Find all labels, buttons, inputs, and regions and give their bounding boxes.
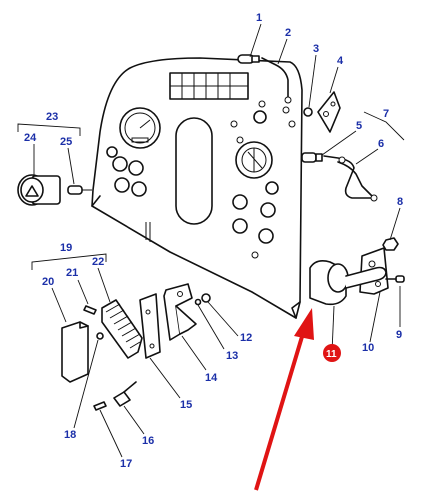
callout-21: 21 [66,267,78,279]
callout-7: 7 [383,108,389,120]
part-1-bulb [237,54,260,64]
part-24-lamp [17,174,61,206]
callout-2: 2 [285,27,291,39]
callout-labels: 1 2 3 4 5 6 7 8 9 10 11 12 13 14 15 16 1… [24,12,403,470]
callout-5: 5 [356,120,362,132]
part-12-washer [201,293,211,303]
part-18-screw [96,332,104,340]
callout-11: 11 [326,349,337,360]
part-8-nut [382,237,399,251]
callout-1: 1 [256,12,262,24]
leader-lines [17,23,405,458]
callout-15: 15 [180,399,192,411]
highlight-arrow [254,308,314,491]
part-9-screw [385,275,405,283]
part-2-wire [261,57,289,99]
callout-12: 12 [240,332,252,344]
part-15-plate [139,293,161,359]
part-20-cover-edge [79,321,89,329]
part-16-fuse-holder [113,381,137,407]
part-4-bracket [317,91,341,133]
part-2-terminal [284,96,292,104]
part-25-bulb [67,185,83,195]
callout-22: 22 [92,256,104,268]
callout-18: 18 [64,429,76,441]
callout-10: 10 [362,342,374,354]
callout-16: 16 [142,435,154,447]
instrument-panel [91,57,303,319]
callout-14: 14 [205,372,218,384]
part-6-harness [323,155,378,202]
callout-25: 25 [60,136,72,148]
part-20-cover [61,321,89,383]
callout-24: 24 [24,132,37,144]
callout-20: 20 [42,276,54,288]
callout-4: 4 [337,55,344,67]
part-5-holder [301,152,323,163]
callout-3: 3 [313,43,319,55]
part-17-screw [93,401,107,411]
part-11-switch [309,260,387,306]
callout-9: 9 [396,329,402,341]
part-14-bracket [163,283,197,341]
callout-17: 17 [120,458,132,470]
part-3-washer [303,107,313,117]
part-22-fuse-block [101,299,143,359]
callout-8: 8 [397,196,403,208]
part-13-nut [194,298,202,306]
callout-13: 13 [226,350,238,362]
part-21-screw [83,305,97,315]
callout-11-badge [323,344,341,362]
callout-23: 23 [46,111,58,123]
callout-19: 19 [60,242,72,254]
callout-6: 6 [378,138,384,150]
